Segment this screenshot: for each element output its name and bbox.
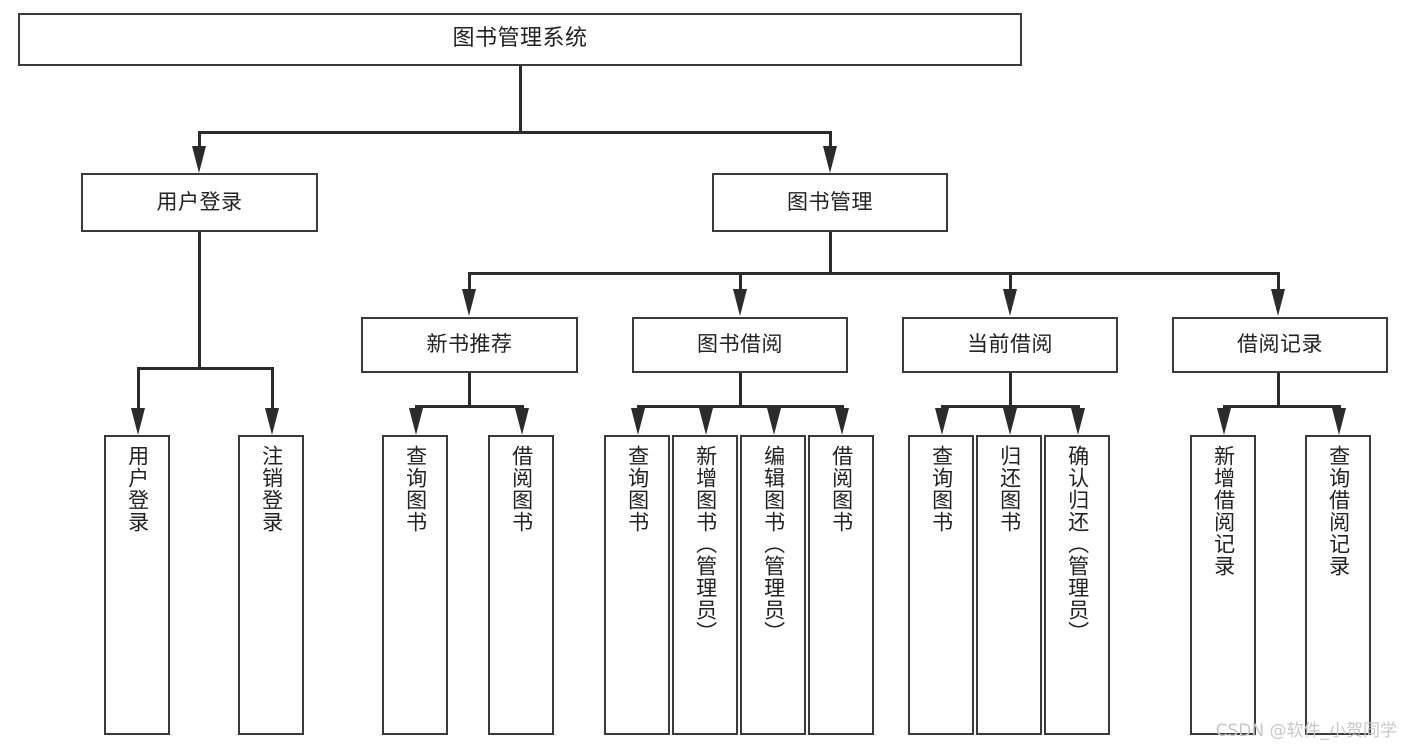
node-label: 归还图书 [997, 445, 1022, 533]
arrowhead-leaf-user-login [131, 408, 145, 435]
node-label: 借阅图书 [829, 445, 854, 533]
node-leaf-cur-query-book[interactable]: 查询图书 [908, 435, 974, 735]
arrowhead-leaf-rec-query-record [1332, 408, 1346, 435]
arrowhead-leaf-borrow-add [699, 408, 713, 435]
node-label: 当前借阅 [967, 332, 1053, 357]
node-leaf-cur-confirm-return[interactable]: 确认归还（管理员） [1044, 435, 1110, 735]
node-new-book-recommend[interactable]: 新书推荐 [361, 317, 578, 373]
connector-user-login-bus [137, 367, 271, 370]
arrowhead-borrow-record [1271, 289, 1285, 316]
node-current-borrow[interactable]: 当前借阅 [902, 317, 1118, 373]
node-label: 查询借阅记录 [1326, 445, 1351, 577]
arrowhead-new-book-rec [462, 289, 476, 316]
connector-drop-book-borrow [739, 272, 742, 290]
connector-borrow-record-stem [1277, 373, 1280, 407]
connector-drop-leaf-user-logout [271, 367, 274, 409]
node-user-login[interactable]: 用户登录 [81, 173, 318, 232]
node-label: 注销登录 [259, 445, 284, 533]
node-label: 新书推荐 [426, 332, 513, 357]
node-leaf-borrow-borrow-book[interactable]: 借阅图书 [808, 435, 874, 735]
node-label: 新增图书（管理员） [693, 445, 718, 643]
node-label: 编辑图书（管理员） [761, 445, 786, 643]
connector-drop-user-login [198, 131, 201, 147]
connector-level1-bus [198, 131, 832, 134]
connector-book-manage-stem [829, 232, 832, 274]
node-label: 查询图书 [625, 445, 650, 533]
arrowhead-book-manage [823, 146, 837, 173]
node-book-manage[interactable]: 图书管理 [712, 173, 948, 232]
connector-drop-current-borrow [1009, 272, 1012, 290]
csdn-watermark: CSDN @软件_小贺同学 [1215, 721, 1397, 741]
node-leaf-cur-return-book[interactable]: 归还图书 [976, 435, 1042, 735]
node-label: 图书管理系统 [452, 26, 588, 52]
node-label: 新增借阅记录 [1211, 445, 1236, 577]
node-leaf-user-logout[interactable]: 注销登录 [238, 435, 304, 735]
node-label: 确认归还（管理员） [1065, 445, 1090, 643]
arrowhead-leaf-cur-query [935, 408, 949, 435]
node-leaf-rec-add-record[interactable]: 新增借阅记录 [1190, 435, 1256, 735]
arrowhead-leaf-borrow-edit [767, 408, 781, 435]
connector-drop-book-manage [829, 131, 832, 147]
node-leaf-rec-query-book[interactable]: 查询图书 [382, 435, 448, 735]
node-leaf-rec-query-record[interactable]: 查询借阅记录 [1305, 435, 1371, 735]
node-label: 查询图书 [929, 445, 954, 533]
node-borrow-record[interactable]: 借阅记录 [1172, 317, 1388, 373]
connector-new-book-rec-stem [468, 373, 471, 407]
node-label: 图书管理 [787, 189, 873, 214]
connector-drop-borrow-record [1277, 272, 1280, 290]
arrowhead-leaf-user-logout [265, 408, 279, 435]
connector-current-borrow-stem [1009, 373, 1012, 407]
connector-drop-new-book-rec [468, 272, 471, 290]
arrowhead-book-borrow [733, 289, 747, 316]
connector-book-borrow-stem [739, 373, 742, 407]
node-leaf-borrow-query-book[interactable]: 查询图书 [604, 435, 670, 735]
arrowhead-leaf-borrow-borrow [835, 408, 849, 435]
arrowhead-leaf-rec-add [1217, 408, 1231, 435]
connector-borrow-record-bus [1223, 405, 1338, 408]
arrowhead-leaf-rec-borrow [515, 408, 529, 435]
arrowhead-user-login [192, 146, 206, 173]
arrowhead-leaf-cur-confirm [1071, 408, 1085, 435]
arrowhead-leaf-cur-return [1003, 408, 1017, 435]
connector-book-borrow-bus [637, 405, 842, 408]
node-label: 图书借阅 [697, 332, 783, 357]
arrowhead-current-borrow [1003, 289, 1017, 316]
node-label: 借阅记录 [1237, 332, 1323, 357]
node-label: 查询图书 [403, 445, 428, 533]
node-leaf-user-login[interactable]: 用户登录 [104, 435, 170, 735]
connector-root-stem [519, 66, 522, 133]
node-book-borrow[interactable]: 图书借阅 [632, 317, 848, 373]
node-leaf-borrow-add-book[interactable]: 新增图书（管理员） [672, 435, 738, 735]
connector-user-login-stem [198, 232, 201, 369]
connector-level3-bus [468, 272, 1277, 275]
node-root-system[interactable]: 图书管理系统 [18, 13, 1022, 66]
arrowhead-leaf-rec-query [409, 408, 423, 435]
node-label: 借阅图书 [509, 445, 534, 533]
node-leaf-borrow-edit-book[interactable]: 编辑图书（管理员） [740, 435, 806, 735]
node-leaf-rec-borrow-book[interactable]: 借阅图书 [488, 435, 554, 735]
connector-drop-leaf-user-login [137, 367, 140, 409]
node-label: 用户登录 [156, 189, 243, 214]
arrowhead-leaf-borrow-query [631, 408, 645, 435]
connector-new-book-rec-bus [415, 405, 521, 408]
node-label: 用户登录 [125, 445, 150, 533]
